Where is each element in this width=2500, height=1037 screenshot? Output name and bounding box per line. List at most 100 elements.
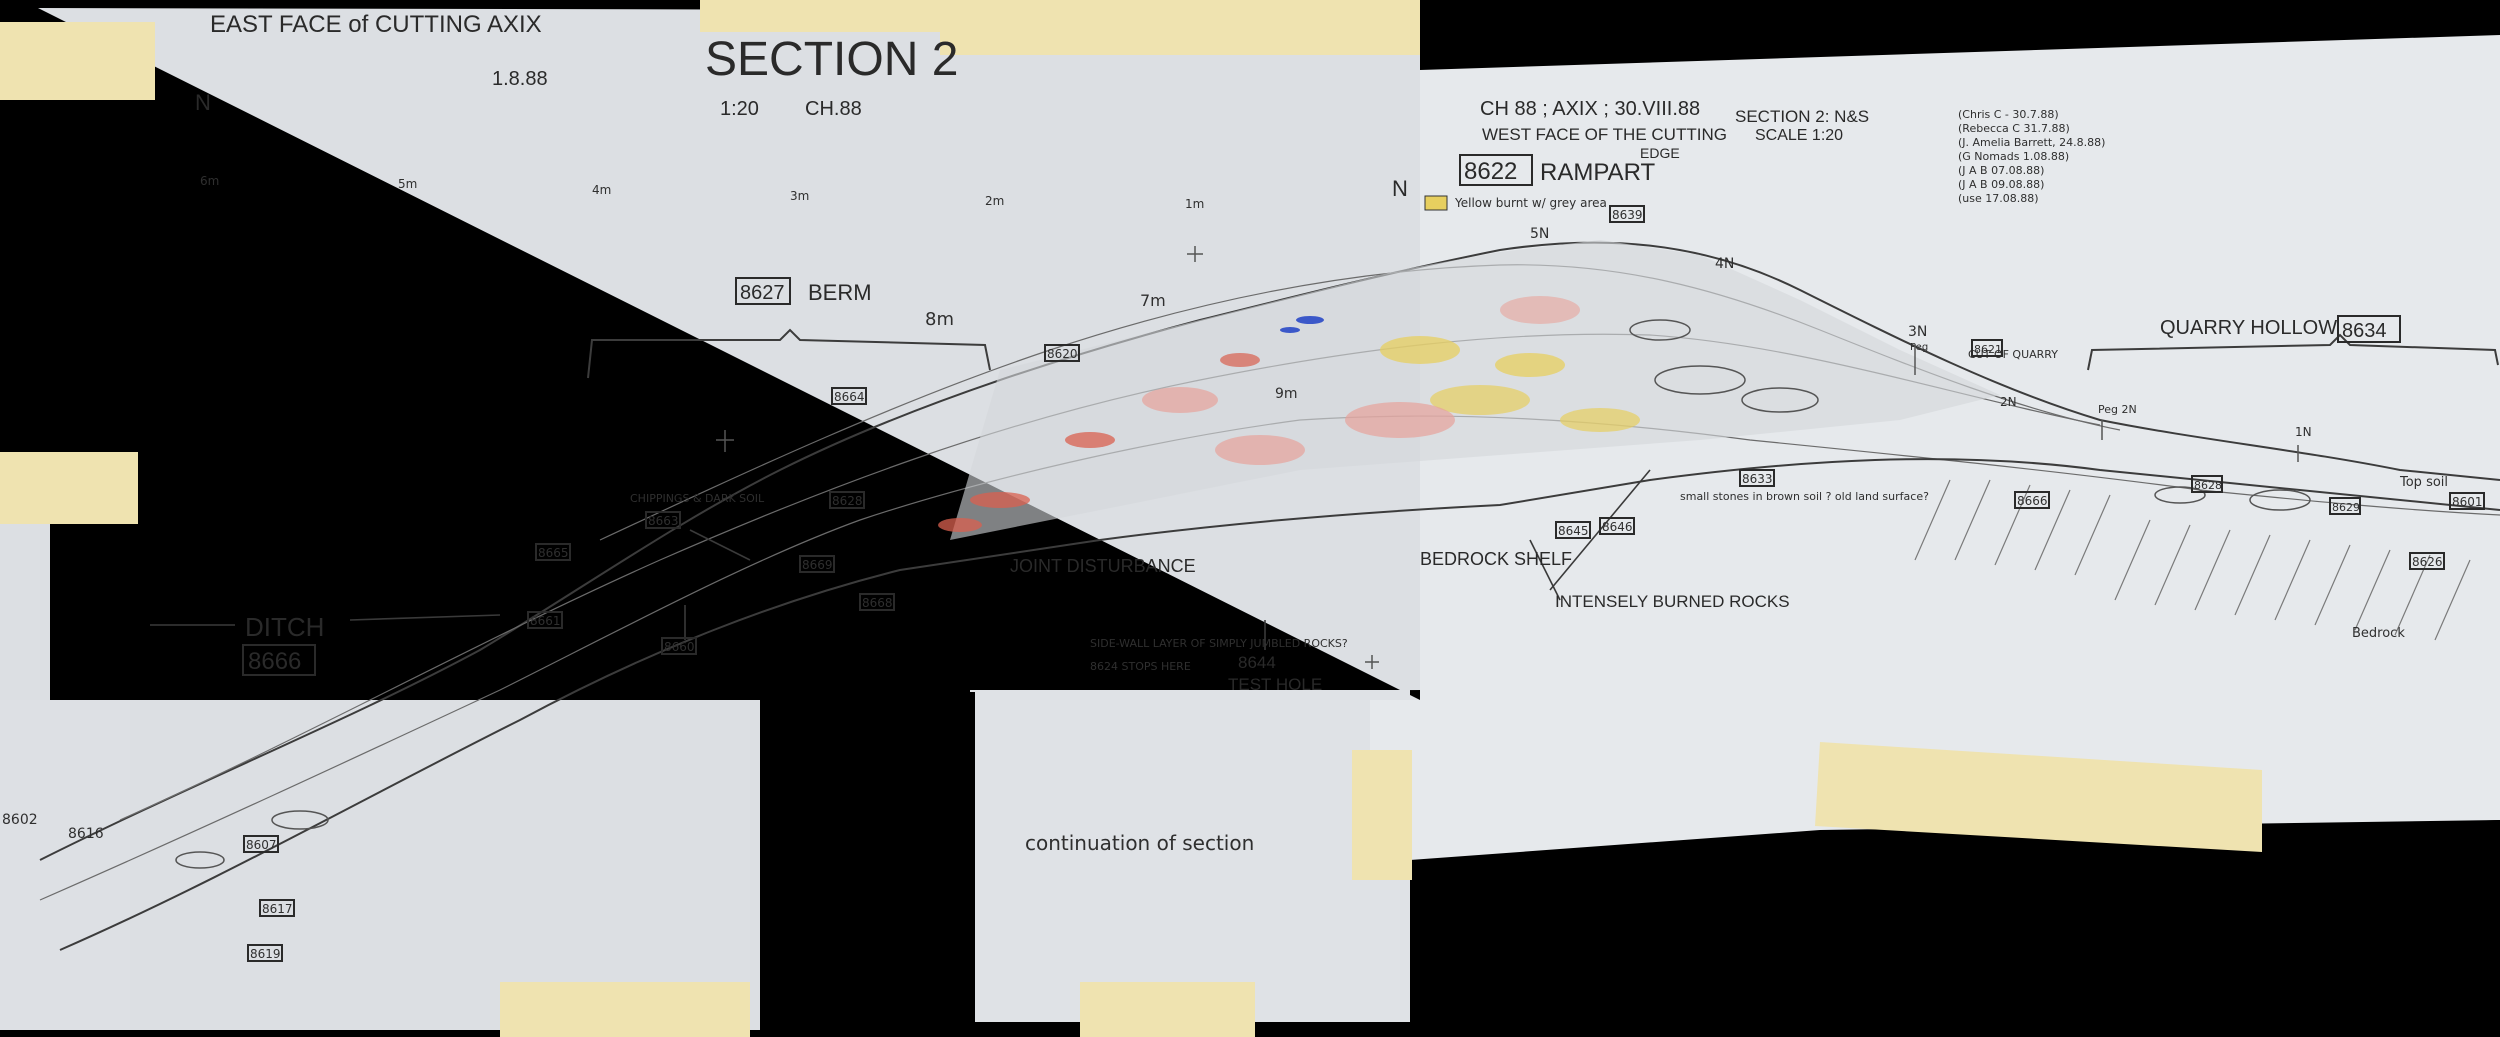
test-hole: TEST HOLE	[1228, 675, 1322, 694]
masking-tape	[0, 0, 2262, 1037]
distance-label: 2N	[2000, 395, 2017, 409]
tape-bottom-mid	[1080, 982, 1255, 1037]
context-label: 8626	[2412, 555, 2443, 569]
stone-grey-4	[2249, 489, 2311, 511]
tape-center-vertical	[1352, 750, 1412, 880]
paper-bottom-mid	[970, 690, 1410, 1022]
red-stone-1	[970, 492, 1030, 508]
quarry-bracket	[2087, 333, 2499, 371]
distance-label: 4N	[1715, 256, 1734, 272]
ditch-no-box	[242, 644, 316, 676]
quarry-hollow-no: 8634	[2342, 320, 2387, 342]
left-date: 1.8.88	[492, 68, 548, 90]
context-label: 8663	[648, 514, 679, 528]
red-stone-3	[938, 518, 982, 532]
tape-top-center-2	[940, 0, 1420, 55]
tape-right-bottom	[1815, 742, 2262, 852]
left-north: N	[195, 90, 211, 115]
paper-far-left	[0, 700, 130, 1030]
distance-label: Peg	[1910, 342, 1928, 353]
recorder-3: (J. Amelia Barrett, 24.8.88)	[1958, 136, 2105, 149]
blue-stone-2	[1280, 327, 1300, 333]
rampart-label: RAMPART	[1540, 159, 1655, 186]
tape-left-mid	[0, 452, 138, 524]
pink-stone-4	[1500, 296, 1580, 324]
pink-stone-2	[1215, 435, 1305, 465]
recorder-1: (Chris C - 30.7.88)	[1958, 108, 2059, 121]
berm-bracket	[587, 328, 991, 379]
yellow-stone-4	[1560, 408, 1640, 432]
brackets	[587, 328, 2499, 379]
recorder-2: (Rebecca C 31.7.88)	[1958, 122, 2070, 135]
test-hole-no: 8644	[1238, 653, 1276, 672]
stone-grey-5	[2154, 486, 2206, 504]
recorder-5: (J A B 07.08.88)	[1958, 164, 2044, 177]
cut-outs	[762, 0, 2500, 1037]
distance-label: 5N	[1530, 226, 1549, 242]
stops-here: 8624 STOPS HERE	[1090, 660, 1191, 673]
bedrock-hatching	[1914, 479, 2471, 641]
context-label: 8660	[664, 640, 695, 654]
burned-rocks: INTENSELY BURNED ROCKS	[1555, 592, 1790, 611]
bedrock-line	[59, 458, 2500, 951]
stone-grey-1	[1654, 365, 1746, 395]
recorders-list: (Chris C - 30.7.88) (Rebecca C 31.7.88) …	[1958, 108, 2105, 205]
berm-no-box	[735, 277, 791, 305]
yellow-stone-2	[1495, 353, 1565, 377]
context-label: 8628	[2194, 479, 2222, 492]
joint-disturbance: JOINT DISTURBANCE	[1010, 556, 1196, 576]
context-label: 8668	[862, 596, 893, 610]
right-edge: EDGE	[1640, 145, 1680, 161]
yellow-stone-1	[1380, 336, 1460, 364]
blue-stone-1	[1296, 316, 1324, 324]
cut-out-top-right	[1430, 0, 2500, 68]
quarry-hollow-no-box	[2337, 315, 2401, 343]
left-sheet-header: EAST FACE of CUTTING AXIX 1.8.88 SECTION…	[195, 11, 958, 120]
pink-stone-3	[1142, 387, 1218, 413]
left-title: EAST FACE of CUTTING AXIX	[210, 11, 542, 38]
feature-labels: 8627 BERM 8622 RAMPART DITCH 8666 QUARRY…	[242, 154, 2448, 855]
tape-top-left	[0, 22, 155, 100]
bedrock-shelf: BEDROCK SHELF	[1420, 549, 1572, 569]
distance-labels: 6m 5m 4m 3m 2m 1m 7m 8m 9m 5N 4N 3N 2N 1…	[200, 174, 2312, 439]
quarry-hollow-label: QUARRY HOLLOW	[2160, 317, 2337, 339]
right-north: N	[1392, 176, 1408, 201]
distance-label: 5m	[398, 177, 417, 191]
continuation: continuation of section	[1025, 831, 1254, 855]
berm-no: 8627	[740, 282, 785, 304]
right-scale: SCALE 1:20	[1755, 127, 1843, 144]
topsoil-label: Top soil	[2399, 475, 2448, 490]
context-label: 8629	[2332, 501, 2360, 514]
key-swatch	[1424, 195, 1448, 211]
key-text: Yellow burnt w/ grey area	[1454, 196, 1607, 210]
recorder-4: (G Nomads 1.08.88)	[1958, 150, 2069, 163]
tape-top-center-1	[700, 0, 940, 32]
context-label: 8616	[68, 826, 104, 842]
yellow-stone-3	[1430, 385, 1530, 415]
context-label: 8645	[1558, 524, 1589, 538]
stone-grey-2	[1741, 387, 1819, 413]
distance-label: 3N	[1908, 324, 1927, 340]
right-title-1: CH 88 ; AXIX ; 30.VIII.88	[1480, 98, 1700, 120]
context-label: 8639	[1612, 208, 1643, 222]
left-site: CH.88	[805, 98, 862, 120]
cut-of-quarry: CUT OF QUARRY	[1968, 348, 2058, 361]
right-title-2: WEST FACE OF THE CUTTING	[1482, 125, 1727, 144]
context-label: 8664	[834, 390, 865, 404]
rampart-stones	[175, 240, 2311, 869]
left-scale: 1:20	[720, 98, 759, 120]
context-label: 8621	[1974, 343, 2002, 356]
stone-grey-6	[271, 810, 329, 830]
left-section: SECTION 2	[705, 33, 958, 86]
pink-stone-1	[1345, 402, 1455, 438]
context-label: 8628	[832, 494, 863, 508]
stone-grey-3	[1629, 319, 1691, 341]
rampart-no: 8622	[1464, 158, 1517, 185]
berm-label: BERM	[808, 280, 872, 305]
context-labels: 8665 8661 8663 8660 8668 8669 8664 8607 …	[2, 205, 2485, 962]
distance-label: 1m	[1185, 197, 1204, 211]
distance-label: 4m	[592, 183, 611, 197]
distance-label: 3m	[790, 189, 809, 203]
recorder-6: (J A B 09.08.88)	[1958, 178, 2044, 191]
